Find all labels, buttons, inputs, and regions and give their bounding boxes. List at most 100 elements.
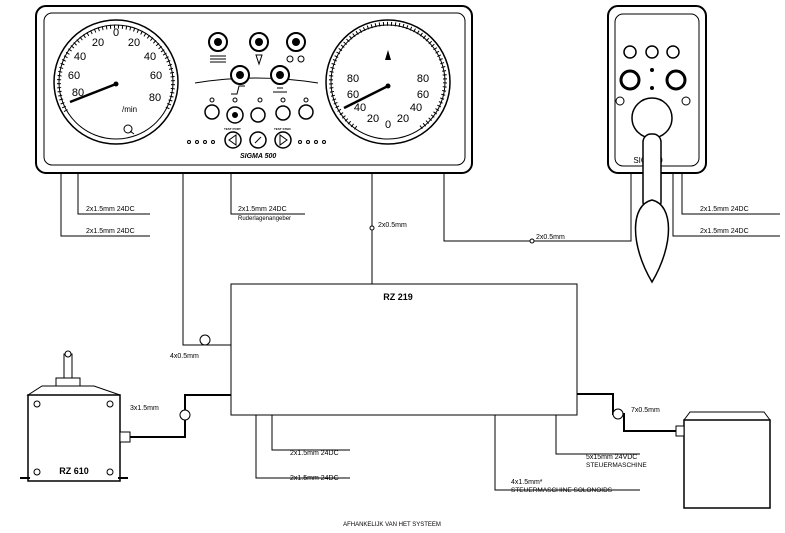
remote-knob-3[interactable] xyxy=(666,45,680,59)
label-c10: 2x1.5mm 24DC xyxy=(290,450,339,457)
rz610-screw-3 xyxy=(33,468,41,476)
label-c2: 2x1.5mm 24DC xyxy=(86,228,135,235)
left-tick-80l: 80 xyxy=(72,87,84,99)
dimmer-icon-tail xyxy=(129,130,135,135)
knob-3-cap xyxy=(292,38,300,46)
button-row: TEST PORT TEST STBD SIGMA 500 xyxy=(187,97,326,160)
illumination-icon xyxy=(286,55,294,63)
rz219-label: RZ 219 xyxy=(383,292,413,302)
cable-c14-ferrite xyxy=(612,408,624,420)
remote-screw-right xyxy=(681,96,691,106)
joystick-base xyxy=(631,97,673,139)
led-3 xyxy=(257,97,263,103)
led-port-4 xyxy=(211,140,215,144)
rz610-label: RZ 610 xyxy=(59,466,89,476)
rz610-top xyxy=(26,385,121,396)
right-tick-80l: 80 xyxy=(347,73,359,85)
remote-knob-2[interactable] xyxy=(645,45,659,59)
cable-c14 xyxy=(577,393,676,432)
label-c3-sub: Ruderlagenangeber xyxy=(238,216,291,222)
right-tick-60r: 60 xyxy=(417,89,429,101)
knob-2-cap xyxy=(255,38,263,46)
power-unit-gland xyxy=(675,425,685,437)
joystick-handle[interactable] xyxy=(634,199,670,284)
top-knobs xyxy=(208,32,306,95)
remote-knob-1[interactable] xyxy=(623,45,637,59)
left-gauge: 0 20 40 60 80 20 40 60 80 /min xyxy=(53,19,179,145)
cables xyxy=(60,173,780,491)
knob-4-cap xyxy=(236,71,244,79)
led-stbd-2 xyxy=(306,140,310,144)
left-tick-20l: 20 xyxy=(92,37,104,49)
rz219-unit: RZ 219 xyxy=(230,283,578,416)
label-c13-sub: STEUERMASCHINE xyxy=(586,462,647,469)
right-tick-20r: 20 xyxy=(397,113,409,125)
remote-button-right[interactable] xyxy=(665,69,687,91)
left-tick-60r: 60 xyxy=(150,70,162,82)
rz610-screw-1 xyxy=(33,400,41,408)
remote-led-2 xyxy=(650,86,654,90)
label-c11: 2x1.5mm 24DC xyxy=(290,475,339,482)
label-c7: 2x1.5mm 24DC xyxy=(700,228,749,235)
knob-1-cap xyxy=(214,38,222,46)
mode-button-1[interactable] xyxy=(204,104,220,120)
rudder-pointer-icon xyxy=(385,50,391,60)
rz219-box xyxy=(230,283,578,416)
label-c3: 2x1.5mm 24DC xyxy=(238,206,287,213)
label-c14: 7x0.5mm xyxy=(631,407,660,414)
mode-button-4[interactable] xyxy=(275,105,291,121)
right-tick-80r: 80 xyxy=(417,73,429,85)
dimmer-icon xyxy=(123,124,133,134)
power-unit xyxy=(675,411,771,509)
arrow-right-icon xyxy=(279,134,288,146)
joystick-lever[interactable] xyxy=(642,133,662,211)
footer-note: AFHANKELIJK VAN HET SYSTEEM xyxy=(343,522,441,528)
right-gauge: 80 60 40 20 0 20 40 60 80 xyxy=(325,19,451,145)
cable-c6 xyxy=(681,173,780,215)
console-divider xyxy=(194,77,319,84)
left-tick-60l: 60 xyxy=(68,70,80,82)
rz610-screw-4 xyxy=(106,468,114,476)
cable-c11 xyxy=(255,415,350,479)
cable-c9-ferrite xyxy=(179,409,191,421)
cable-c12 xyxy=(494,415,640,491)
right-tick-0: 0 xyxy=(385,119,391,131)
rz610-shaft-cap xyxy=(64,350,72,358)
counter-rudder-icon xyxy=(273,87,287,93)
label-c12-sub: STEUERMASCHINE SOLONOIDS xyxy=(511,487,613,494)
mode-button-5[interactable] xyxy=(298,104,314,120)
power-unit-lid xyxy=(683,411,771,421)
cable-c8 xyxy=(182,173,231,346)
test-port-button[interactable] xyxy=(224,131,242,149)
label-c6: 2x1.5mm 24DC xyxy=(700,206,749,213)
test-stbd-label: TEST STBD xyxy=(274,127,292,131)
left-gauge-scale xyxy=(57,24,175,112)
rz610-gland xyxy=(119,431,131,443)
left-tick-80r: 80 xyxy=(149,92,161,104)
right-gauge-scale xyxy=(329,21,447,130)
cable-c10 xyxy=(271,415,350,451)
right-gauge-bezel xyxy=(325,19,451,145)
label-c5: 2x0.5mm xyxy=(536,234,565,241)
mode-button-2-icon xyxy=(232,112,238,118)
remote-button-left[interactable] xyxy=(619,69,641,91)
test-stbd-button[interactable] xyxy=(274,131,292,149)
right-gauge-needle xyxy=(343,84,389,110)
cable-c3 xyxy=(230,173,305,215)
label-c13: 5x15mm 24VDC xyxy=(586,454,637,461)
cable-c7 xyxy=(672,173,780,237)
label-c9: 3x1.5mm xyxy=(130,405,159,412)
cable-c4-node xyxy=(369,225,375,231)
cable-c8-ferrite xyxy=(199,334,211,346)
rudder-icon xyxy=(255,54,263,66)
label-c8: 4x0.5mm xyxy=(170,353,199,360)
left-gauge-unit: /min xyxy=(122,105,137,114)
mode-button-3[interactable] xyxy=(250,107,266,123)
standby-icon xyxy=(254,136,262,144)
led-2 xyxy=(232,97,238,103)
rz610-unit: RZ 610 xyxy=(20,350,131,482)
cable-c1 xyxy=(77,173,150,215)
cable-c5 xyxy=(443,173,632,242)
left-tick-40r: 40 xyxy=(144,51,156,63)
